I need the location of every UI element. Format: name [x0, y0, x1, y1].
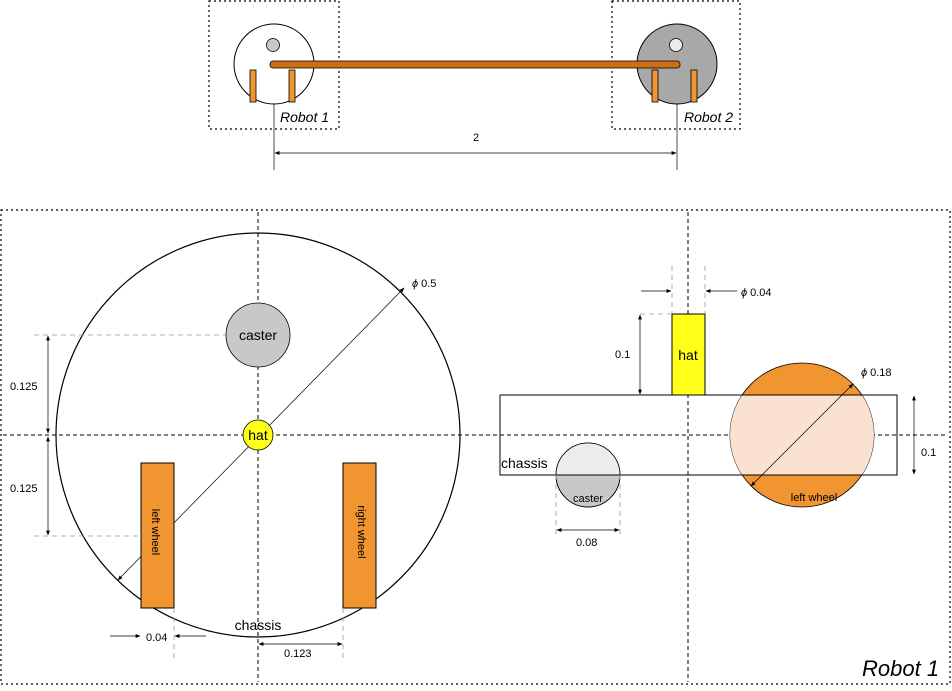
caster-width-label: 0.08: [576, 537, 597, 549]
chassis-outline: [55, 232, 461, 638]
right-wheel-label: right wheel: [355, 505, 367, 558]
robot2-right-wheel: [690, 69, 698, 103]
wheel-diameter-dimension: [750, 383, 854, 487]
chassis-height-label: 0.1: [921, 447, 936, 459]
chassis-label: chassis: [235, 617, 282, 633]
caster-label: caster: [239, 327, 277, 343]
caster-offset-label: 0.125: [10, 381, 38, 393]
right-wheel: [342, 462, 377, 609]
robot2-frame: [611, 0, 741, 130]
left-wheel: [140, 462, 175, 609]
robot2-left-wheel: [651, 69, 659, 103]
overview: Robot 1 Robot 2 2: [208, 0, 741, 170]
robot1-frame: [208, 0, 340, 130]
main-frame: [0, 209, 951, 685]
robot1-right-wheel: [288, 69, 296, 103]
side-hat: [671, 313, 706, 396]
side-chassis-label: chassis: [501, 455, 548, 471]
robot2-caster: [669, 38, 683, 52]
robot1-caster: [266, 38, 280, 52]
wheel-width-label: 0.04: [146, 632, 167, 644]
side-caster-label: caster: [573, 493, 603, 505]
side-hat-label: hat: [678, 347, 698, 363]
distance-label: 2: [473, 132, 479, 144]
hat-height-label: 0.1: [615, 349, 630, 361]
frame-label: Robot 1: [862, 656, 939, 681]
connecting-bar: [269, 60, 681, 69]
wheel-offset-label: 0.125: [10, 483, 38, 495]
wheel-gap-label: 0.123: [284, 648, 312, 660]
side-wheel-label: left wheel: [791, 492, 837, 504]
robot1-label: Robot 1: [280, 109, 329, 125]
left-wheel-label: left wheel: [149, 509, 161, 555]
robot2-label: Robot 2: [684, 109, 733, 125]
robot1-left-wheel: [249, 69, 257, 103]
hat: [242, 419, 274, 451]
hat-label: hat: [248, 427, 268, 443]
